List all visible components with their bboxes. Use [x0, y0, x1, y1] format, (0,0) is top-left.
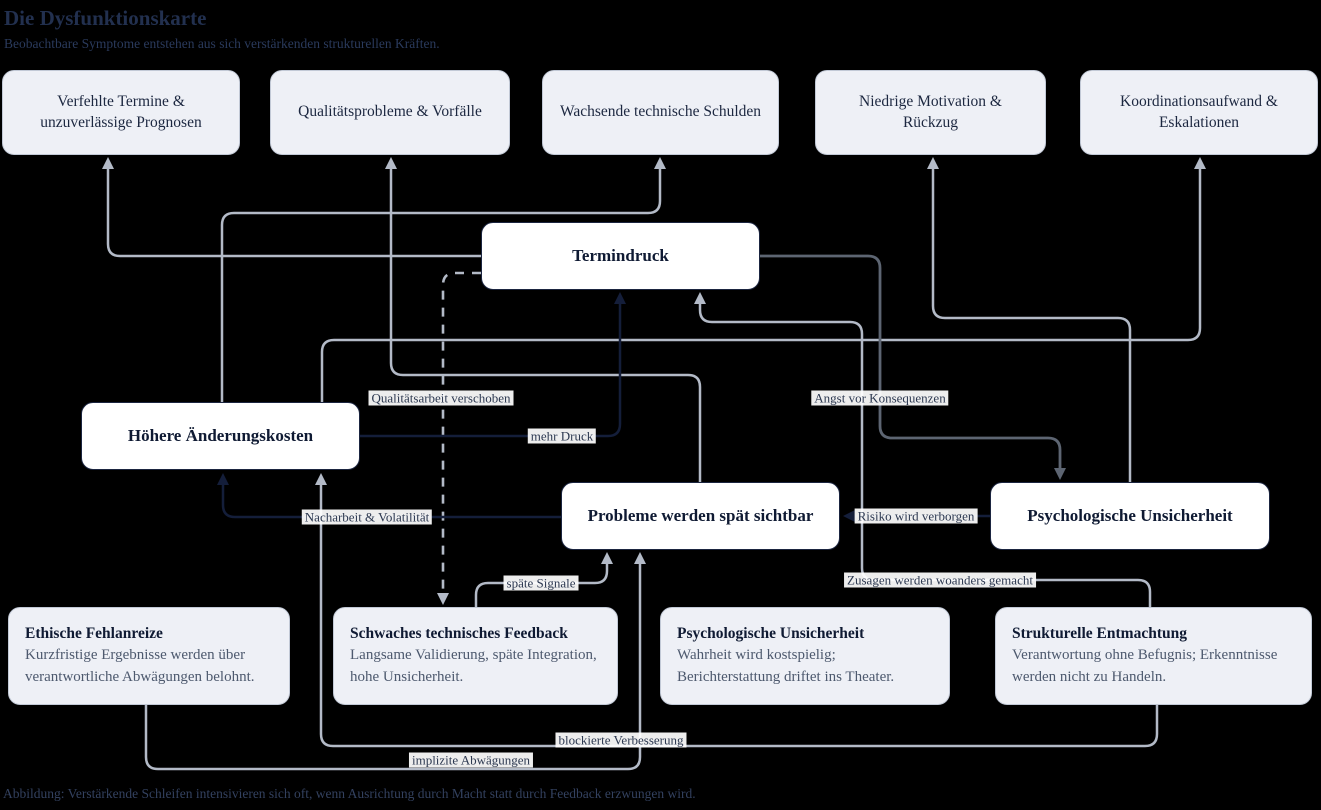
force-schwaches-feedback: Schwaches technisches Feedback Langsame …	[333, 607, 618, 705]
force-strukturelle-entmachtung: Strukturelle Entmachtung Verantwortung o…	[995, 607, 1312, 705]
force-title: Strukturelle Entmachtung	[1012, 625, 1187, 643]
edge-label-risiko-wird-verborgen: Risiko wird verborgen	[854, 508, 978, 524]
node-probleme-spaet-sichtbar: Probleme werden spät sichtbar	[561, 482, 840, 550]
force-description: Verantwortung ohne Befugnis; Erkenntniss…	[1012, 647, 1278, 686]
force-description: Wahrheit wird kostspielig; Berichterstat…	[677, 647, 895, 686]
edge-hoehere-to-schulden	[220, 157, 666, 402]
edge-label-mehr-druck: mehr Druck	[527, 428, 597, 444]
edge-probleme-to-hoehere	[217, 473, 561, 519]
edge-label-angst-vor-konsequenzen: Angst vor Konsequenzen	[811, 390, 949, 406]
force-description: Kurzfristige Ergebnisse werden über vera…	[25, 647, 255, 686]
card-verfehlte-termine: Verfehlte Termine & unzuverlässige Progn…	[2, 70, 240, 155]
edge-label-implizite-abwaegungen: implizite Abwägungen	[408, 752, 534, 768]
figure-caption: Abbildung: Verstärkende Schleifen intens…	[3, 786, 696, 801]
force-ethische-fehlanreize: Ethische Fehlanreize Kurzfristige Ergebn…	[8, 607, 290, 705]
edge-termindruck-to-schwaches-dashed	[437, 271, 481, 605]
force-title: Ethische Fehlanreize	[25, 625, 163, 643]
card-koordinationsaufwand: Koordinationsaufwand & Eskalationen	[1080, 70, 1318, 155]
node-termindruck: Termindruck	[481, 222, 760, 290]
node-hoehere-aenderungskosten: Höhere Änderungskosten	[81, 402, 360, 470]
force-psychologische-unsicherheit: Psychologische Unsicherheit Wahrheit wir…	[660, 607, 950, 705]
edge-probleme-to-qualitaetsprobleme	[385, 157, 702, 482]
force-description: Langsame Validierung, späte Integration,…	[350, 647, 597, 686]
edge-strukturelle-to-hoehere	[315, 473, 1159, 748]
edge-psych-to-motivation	[927, 157, 1132, 482]
edge-label-blockierte-verbesserung: blockierte Verbesserung	[555, 732, 687, 748]
card-niedrige-motivation: Niedrige Motivation & Rückzug	[815, 70, 1046, 155]
card-technische-schulden: Wachsende technische Schulden	[542, 70, 779, 155]
force-title: Psychologische Unsicherheit	[677, 625, 865, 643]
edge-label-spaete-signale: späte Signale	[503, 575, 579, 591]
card-qualitaetsprobleme: Qualitätsprobleme & Vorfälle	[270, 70, 510, 155]
force-title: Schwaches technisches Feedback	[350, 625, 568, 643]
edge-label-qualitaetsarbeit-verschoben: Qualitätsarbeit verschoben	[368, 390, 514, 406]
edge-label-nacharbeit-volatilitaet: Nacharbeit & Volatilität	[301, 509, 433, 525]
page-subtitle: Beobachtbare Symptome entstehen aus sich…	[4, 36, 440, 51]
edge-strukturelle-to-termindruck	[694, 292, 1152, 630]
edge-hoehere-to-termindruck	[360, 292, 626, 438]
edge-termindruck-to-verfehlte	[102, 157, 481, 258]
edge-termindruck-to-psych	[760, 254, 1066, 480]
page-title: Die Dysfunktionskarte	[4, 6, 207, 30]
node-psychologische-unsicherheit: Psychologische Unsicherheit	[990, 482, 1270, 550]
edge-hoehere-to-koordination	[320, 157, 1206, 402]
edge-ethische-to-probleme	[144, 552, 646, 771]
edge-label-zusagen-woanders: Zusagen werden woanders gemacht	[844, 572, 1036, 588]
